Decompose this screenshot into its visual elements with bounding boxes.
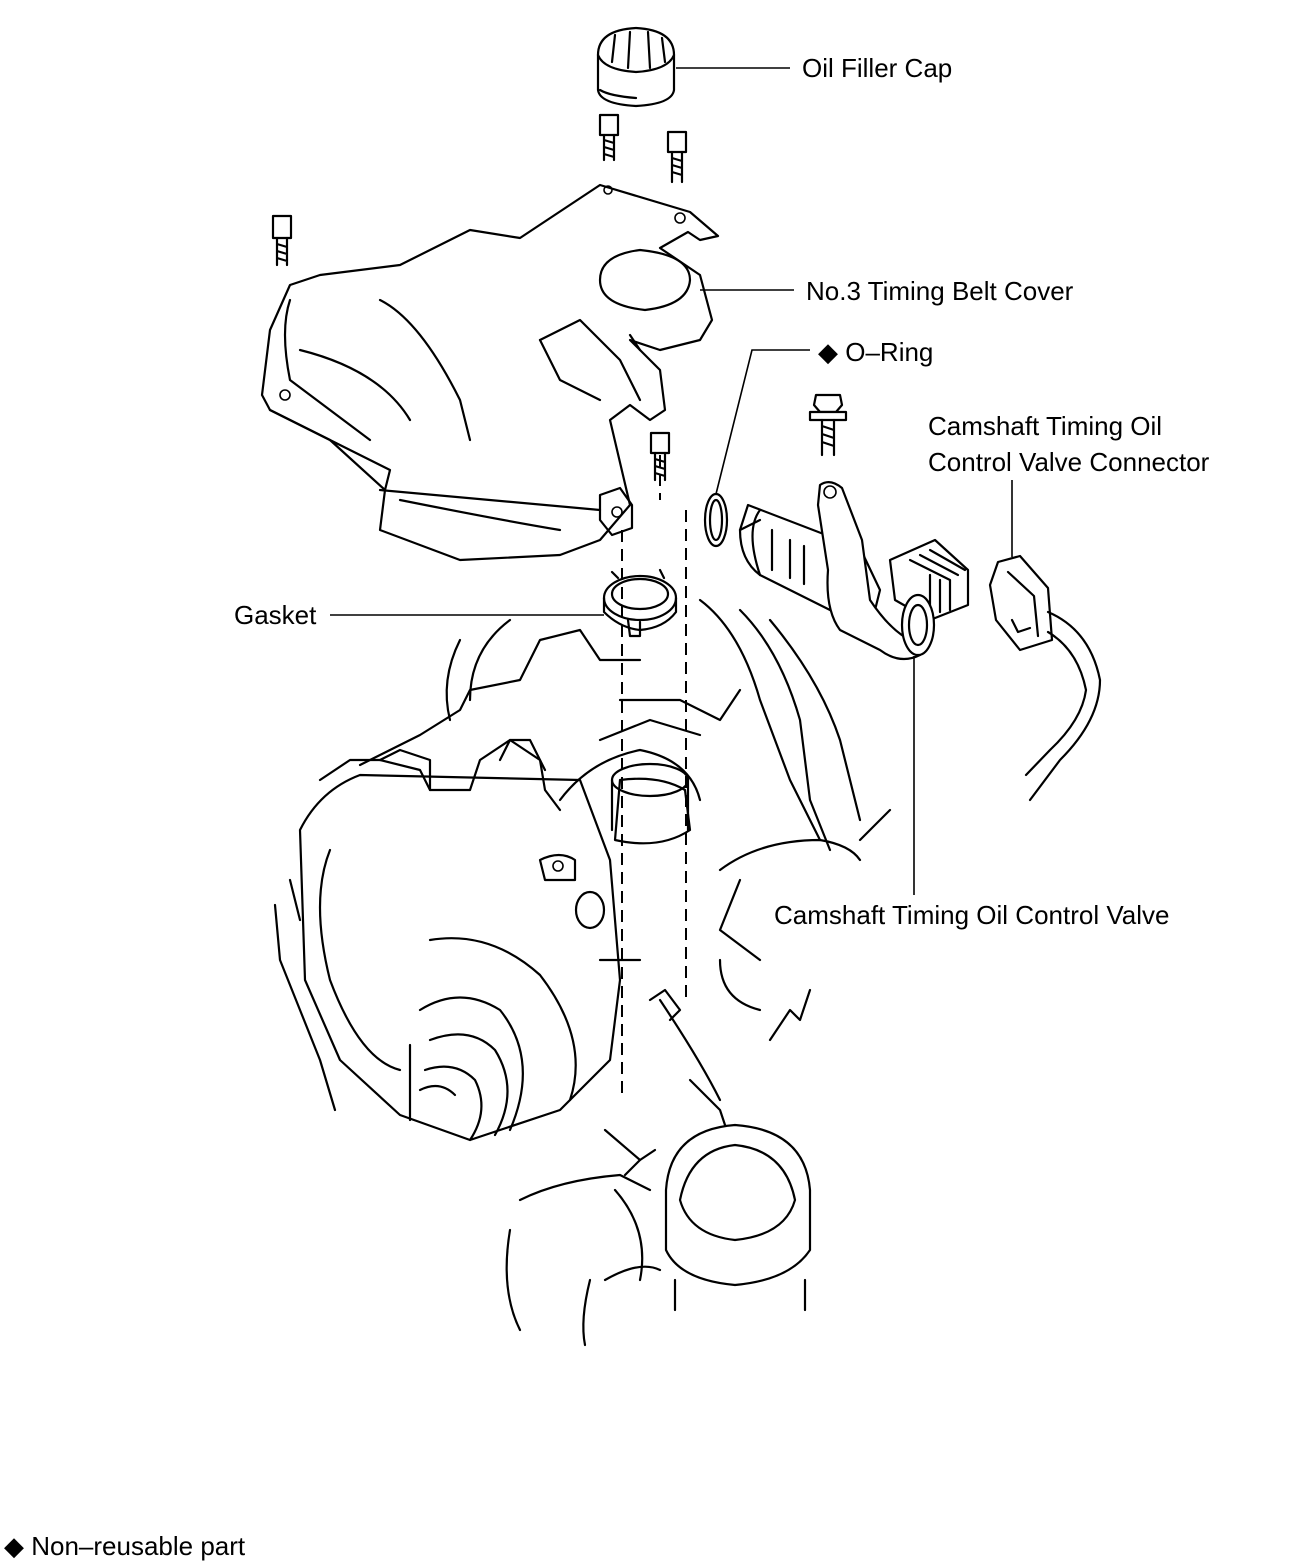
o-ring-drawing	[703, 492, 729, 548]
timing-belt-cover-drawing	[260, 183, 720, 562]
label-o-ring: ◆ O–Ring	[818, 334, 933, 370]
legend: ◆ Non–reusable part	[4, 1528, 245, 1564]
label-valve-connector-line1: Camshaft Timing Oil	[928, 411, 1163, 441]
valve-connector-drawing	[988, 554, 1102, 802]
leader-lines	[330, 67, 1013, 895]
control-valve-drawing	[738, 481, 970, 661]
non-reusable-marker: ◆	[818, 337, 838, 367]
bolts-drawing	[271, 113, 848, 482]
legend-symbol: ◆	[4, 1531, 24, 1561]
label-timing-belt-cover: No.3 Timing Belt Cover	[806, 276, 1074, 306]
label-oil-filler-cap: Oil Filler Cap	[802, 53, 953, 83]
gasket-drawing	[602, 568, 678, 638]
assembly-guide-lines	[621, 455, 687, 1100]
label-o-ring-text: O–Ring	[845, 337, 934, 367]
label-gasket: Gasket	[234, 600, 317, 630]
label-valve-connector-line2: Control Valve Connector	[928, 447, 1210, 477]
label-control-valve: Camshaft Timing Oil Control Valve	[774, 900, 1170, 930]
engine-block-drawing	[273, 598, 892, 1347]
legend-text: Non–reusable part	[31, 1531, 246, 1561]
oil-filler-cap-drawing	[596, 26, 676, 108]
